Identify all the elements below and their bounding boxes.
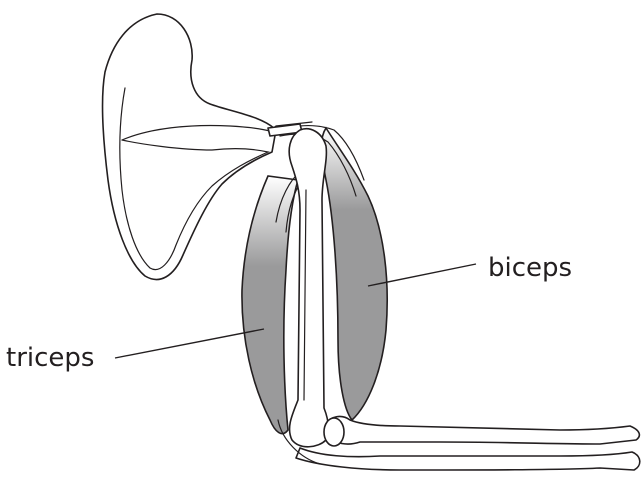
triceps-leader-line (115, 329, 264, 358)
humerus-bone (289, 129, 328, 447)
biceps-label: biceps (488, 253, 572, 283)
forearm-bones (278, 417, 640, 470)
triceps-label: triceps (6, 343, 94, 373)
triceps-muscle (242, 176, 298, 434)
biceps-muscle (321, 128, 387, 420)
